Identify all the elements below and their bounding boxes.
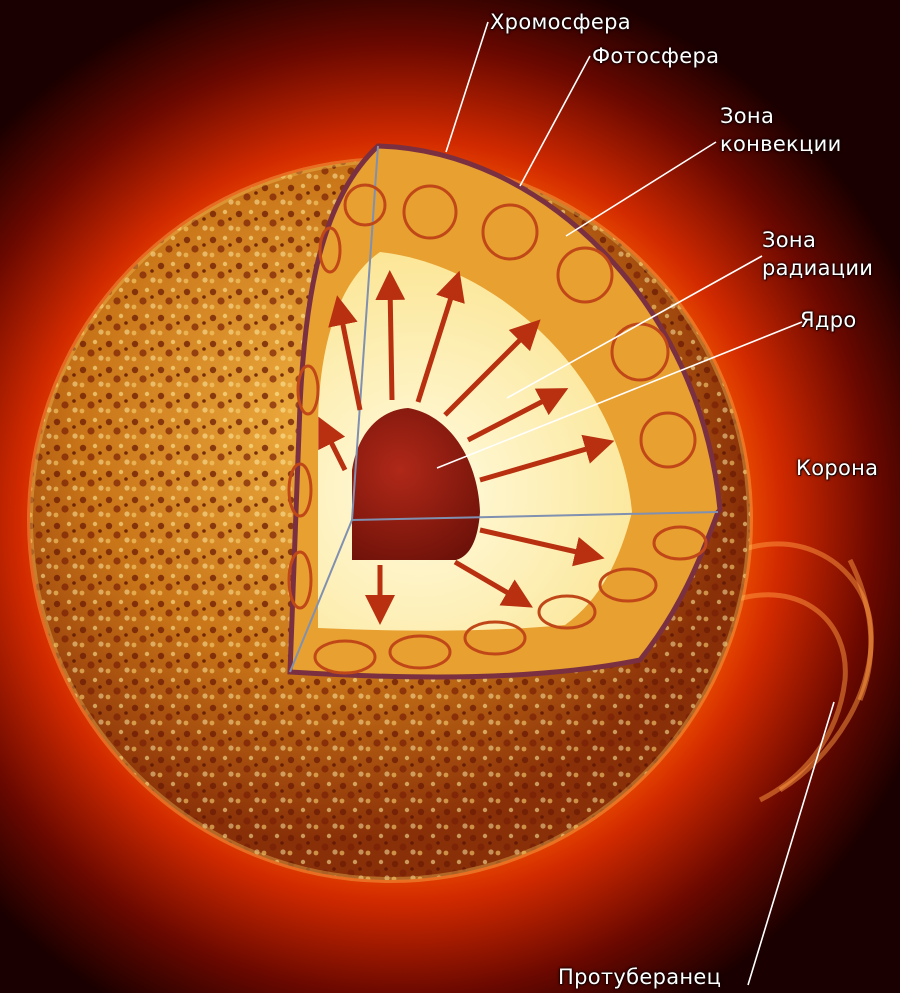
section-axes [289,145,719,673]
convection-cells [287,183,708,675]
prominence [718,541,874,803]
label-radiation-zone: Зона радиации [762,228,874,280]
pointer-core [436,321,803,469]
label-prominence: Протуберанец [558,965,722,989]
pointer-convection [565,141,717,237]
label-core: Ядро [800,308,857,332]
pointer-lines [436,21,835,986]
pointer-chromosphere [445,21,489,153]
radiation-arrows [318,270,615,625]
label-photosphere: Фотосфера [592,44,720,68]
core [352,408,480,560]
pointer-photosphere [519,55,591,187]
cutaway-section [287,143,723,680]
label-convection-zone: Зона конвекции [720,104,842,156]
pointer-radiation [506,255,763,399]
pointer-prominence [747,701,835,986]
label-corona: Корона [796,456,879,480]
label-chromosphere: Хромосфера [490,10,631,34]
